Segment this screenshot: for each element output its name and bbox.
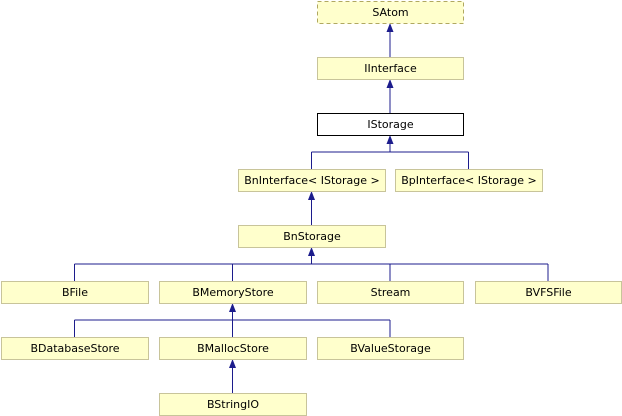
- class-label: Stream: [371, 286, 411, 299]
- class-node-bdatabasestore[interactable]: BDatabaseStore: [1, 337, 149, 360]
- class-node-stream[interactable]: Stream: [317, 281, 464, 304]
- class-node-bfile[interactable]: BFile: [1, 281, 149, 304]
- class-node-bninterface[interactable]: BnInterface< IStorage >: [238, 169, 386, 192]
- class-node-bnstorage[interactable]: BnStorage: [238, 225, 386, 248]
- class-node-bstringio[interactable]: BStringIO: [159, 393, 307, 416]
- arrowhead-satom: [386, 23, 394, 32]
- arrowhead-bnstorage: [308, 247, 315, 256]
- class-label: BFile: [62, 286, 88, 299]
- class-box: [238, 225, 386, 248]
- class-node-istorage[interactable]: IStorage: [317, 113, 464, 136]
- class-box: [317, 57, 464, 80]
- class-label: BVFSFile: [525, 286, 571, 299]
- class-node-bmemorystore[interactable]: BMemoryStore: [159, 281, 307, 304]
- class-node-satom[interactable]: SAtom: [317, 1, 464, 24]
- class-node-bvaluestorage[interactable]: BValueStorage: [317, 337, 464, 360]
- class-box: [317, 337, 464, 360]
- arrowhead-bmallocstore: [229, 359, 236, 368]
- class-box: [1, 281, 149, 304]
- edges-layer: [74, 23, 549, 393]
- arrowhead-istorage: [386, 135, 394, 144]
- class-box: [1, 337, 149, 360]
- class-box: [238, 169, 386, 192]
- class-label: IInterface: [364, 62, 417, 75]
- arrowhead-bmemorystore: [229, 303, 236, 312]
- class-box: [159, 281, 307, 304]
- class-box: [317, 1, 464, 24]
- class-box: [159, 337, 307, 360]
- class-label: BMallocStore: [197, 342, 269, 355]
- class-node-iinterface[interactable]: IInterface: [317, 57, 464, 80]
- class-label: BnInterface< IStorage >: [244, 174, 379, 187]
- class-node-bpinterface[interactable]: BpInterface< IStorage >: [395, 169, 543, 192]
- arrowhead-iinterface: [386, 79, 394, 88]
- class-label: SAtom: [372, 6, 408, 19]
- class-box: [395, 169, 543, 192]
- class-label: BpInterface< IStorage >: [401, 174, 537, 187]
- class-label: IStorage: [367, 118, 414, 131]
- class-label: BStringIO: [207, 398, 259, 411]
- class-label: BDatabaseStore: [30, 342, 119, 355]
- class-node-bvfsfile[interactable]: BVFSFile: [475, 281, 622, 304]
- class-label: BValueStorage: [350, 342, 431, 355]
- class-node-bmallocstore[interactable]: BMallocStore: [159, 337, 307, 360]
- arrowhead-bninterface: [308, 191, 315, 200]
- class-label: BMemoryStore: [192, 286, 274, 299]
- class-box: [317, 281, 464, 304]
- class-label: BnStorage: [283, 230, 341, 243]
- class-box: [317, 113, 464, 136]
